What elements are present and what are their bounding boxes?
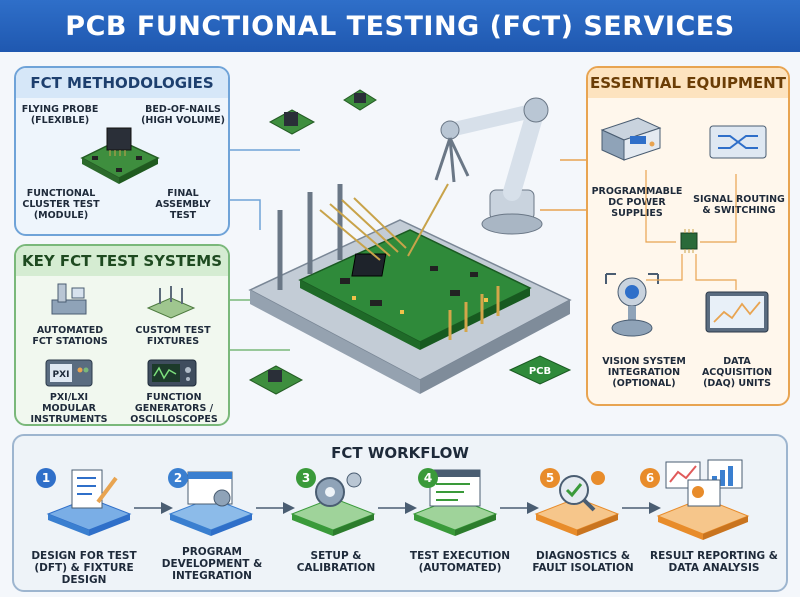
step-1-number: 1 [36, 468, 56, 488]
oscilloscope-icon [147, 359, 197, 387]
workflow-step-6-icon [656, 459, 750, 540]
step-3-number: 3 [296, 468, 316, 488]
system-automated-stations: AUTOMATED FCT STATIONS [32, 325, 108, 347]
equip-vision-system: VISION SYSTEM INTEGRATION (OPTIONAL) [602, 356, 686, 389]
systems-heading: KEY FCT TEST SYSTEMS [16, 246, 228, 276]
power-supply-icon [600, 117, 662, 161]
step-4-label: TEST EXECUTION (AUTOMATED) [409, 550, 511, 574]
equipment-heading: ESSENTIAL EQUIPMENT [588, 68, 788, 98]
system-custom-fixtures: CUSTOM TEST FIXTURES [135, 325, 211, 347]
step-1-label: DESIGN FOR TEST (DFT) & FIXTURE DESIGN [31, 550, 137, 586]
workflow-step-4-icon [412, 469, 498, 536]
equip-daq-units: DATA ACQUISITION (DAQ) UNITS [701, 356, 773, 389]
fixture-icon [146, 286, 196, 319]
workflow-step-5-icon [534, 471, 620, 536]
step-2-label: PROGRAM DEVELOPMENT & INTEGRATION [161, 546, 263, 582]
step-2-number: 2 [168, 468, 188, 488]
central-test-fixture-illustration: PCB [248, 89, 572, 395]
equip-hub-chip-icon [680, 229, 698, 253]
pxi-instrument-icon: PXI [45, 359, 93, 387]
pxi-badge-text: PXI [53, 370, 70, 380]
step-4-number: 4 [418, 468, 438, 488]
workflow-step-1-icon [46, 469, 132, 536]
step-3-label: SETUP & CALIBRATION [296, 550, 376, 574]
equip-signal-routing: SIGNAL ROUTING & SWITCHING [693, 194, 785, 216]
systems-panel: KEY FCT TEST SYSTEMS [14, 244, 230, 426]
pcb-badge-icon: PCB [508, 355, 572, 385]
signal-switch-icon [709, 125, 767, 159]
bottom-chip-icon [248, 365, 304, 395]
system-pxi-lxi: PXI/LXI MODULAR INSTRUMENTS [30, 392, 108, 425]
pcb-chip-icon [80, 127, 160, 184]
robot-arm-icon [407, 97, 549, 257]
method-final-assembly: FINAL ASSEMBLY TEST [155, 188, 211, 221]
method-functional-cluster: FUNCTIONAL CLUSTER TEST (MODULE) [22, 188, 100, 221]
workflow-heading: FCT WORKFLOW [331, 444, 469, 462]
method-bed-of-nails: BED-OF-NAILS (HIGH VOLUME) [141, 104, 225, 126]
page-title: PCB FUNCTIONAL TESTING (FCT) SERVICES [65, 10, 735, 42]
method-flying-probe: FLYING PROBE (FLEXIBLE) [21, 104, 99, 126]
equip-dc-power: PROGRAMMABLE DC POWER SUPPLIES [591, 186, 683, 219]
title-bar: PCB FUNCTIONAL TESTING (FCT) SERVICES [0, 0, 800, 52]
workflow-step-3-icon [290, 472, 376, 536]
step-6-label: RESULT REPORTING & DATA ANALYSIS [650, 550, 778, 574]
floating-chip-icon-2 [343, 89, 377, 111]
methodologies-heading: FCT METHODOLOGIES [16, 68, 228, 98]
test-station-icon [51, 283, 87, 315]
step-6-number: 6 [640, 468, 660, 488]
daq-unit-icon [705, 291, 769, 333]
workflow-step-2-icon [168, 471, 254, 536]
step-5-number: 5 [540, 468, 560, 488]
equip-connector-lines [645, 170, 737, 290]
pcb-badge-text: PCB [529, 366, 551, 377]
floating-chip-icon [268, 109, 316, 135]
system-function-generators: FUNCTION GENERATORS / OSCILLOSCOPES [130, 392, 218, 425]
vision-camera-icon [605, 273, 659, 337]
step-5-label: DIAGNOSTICS & FAULT ISOLATION [532, 550, 634, 574]
